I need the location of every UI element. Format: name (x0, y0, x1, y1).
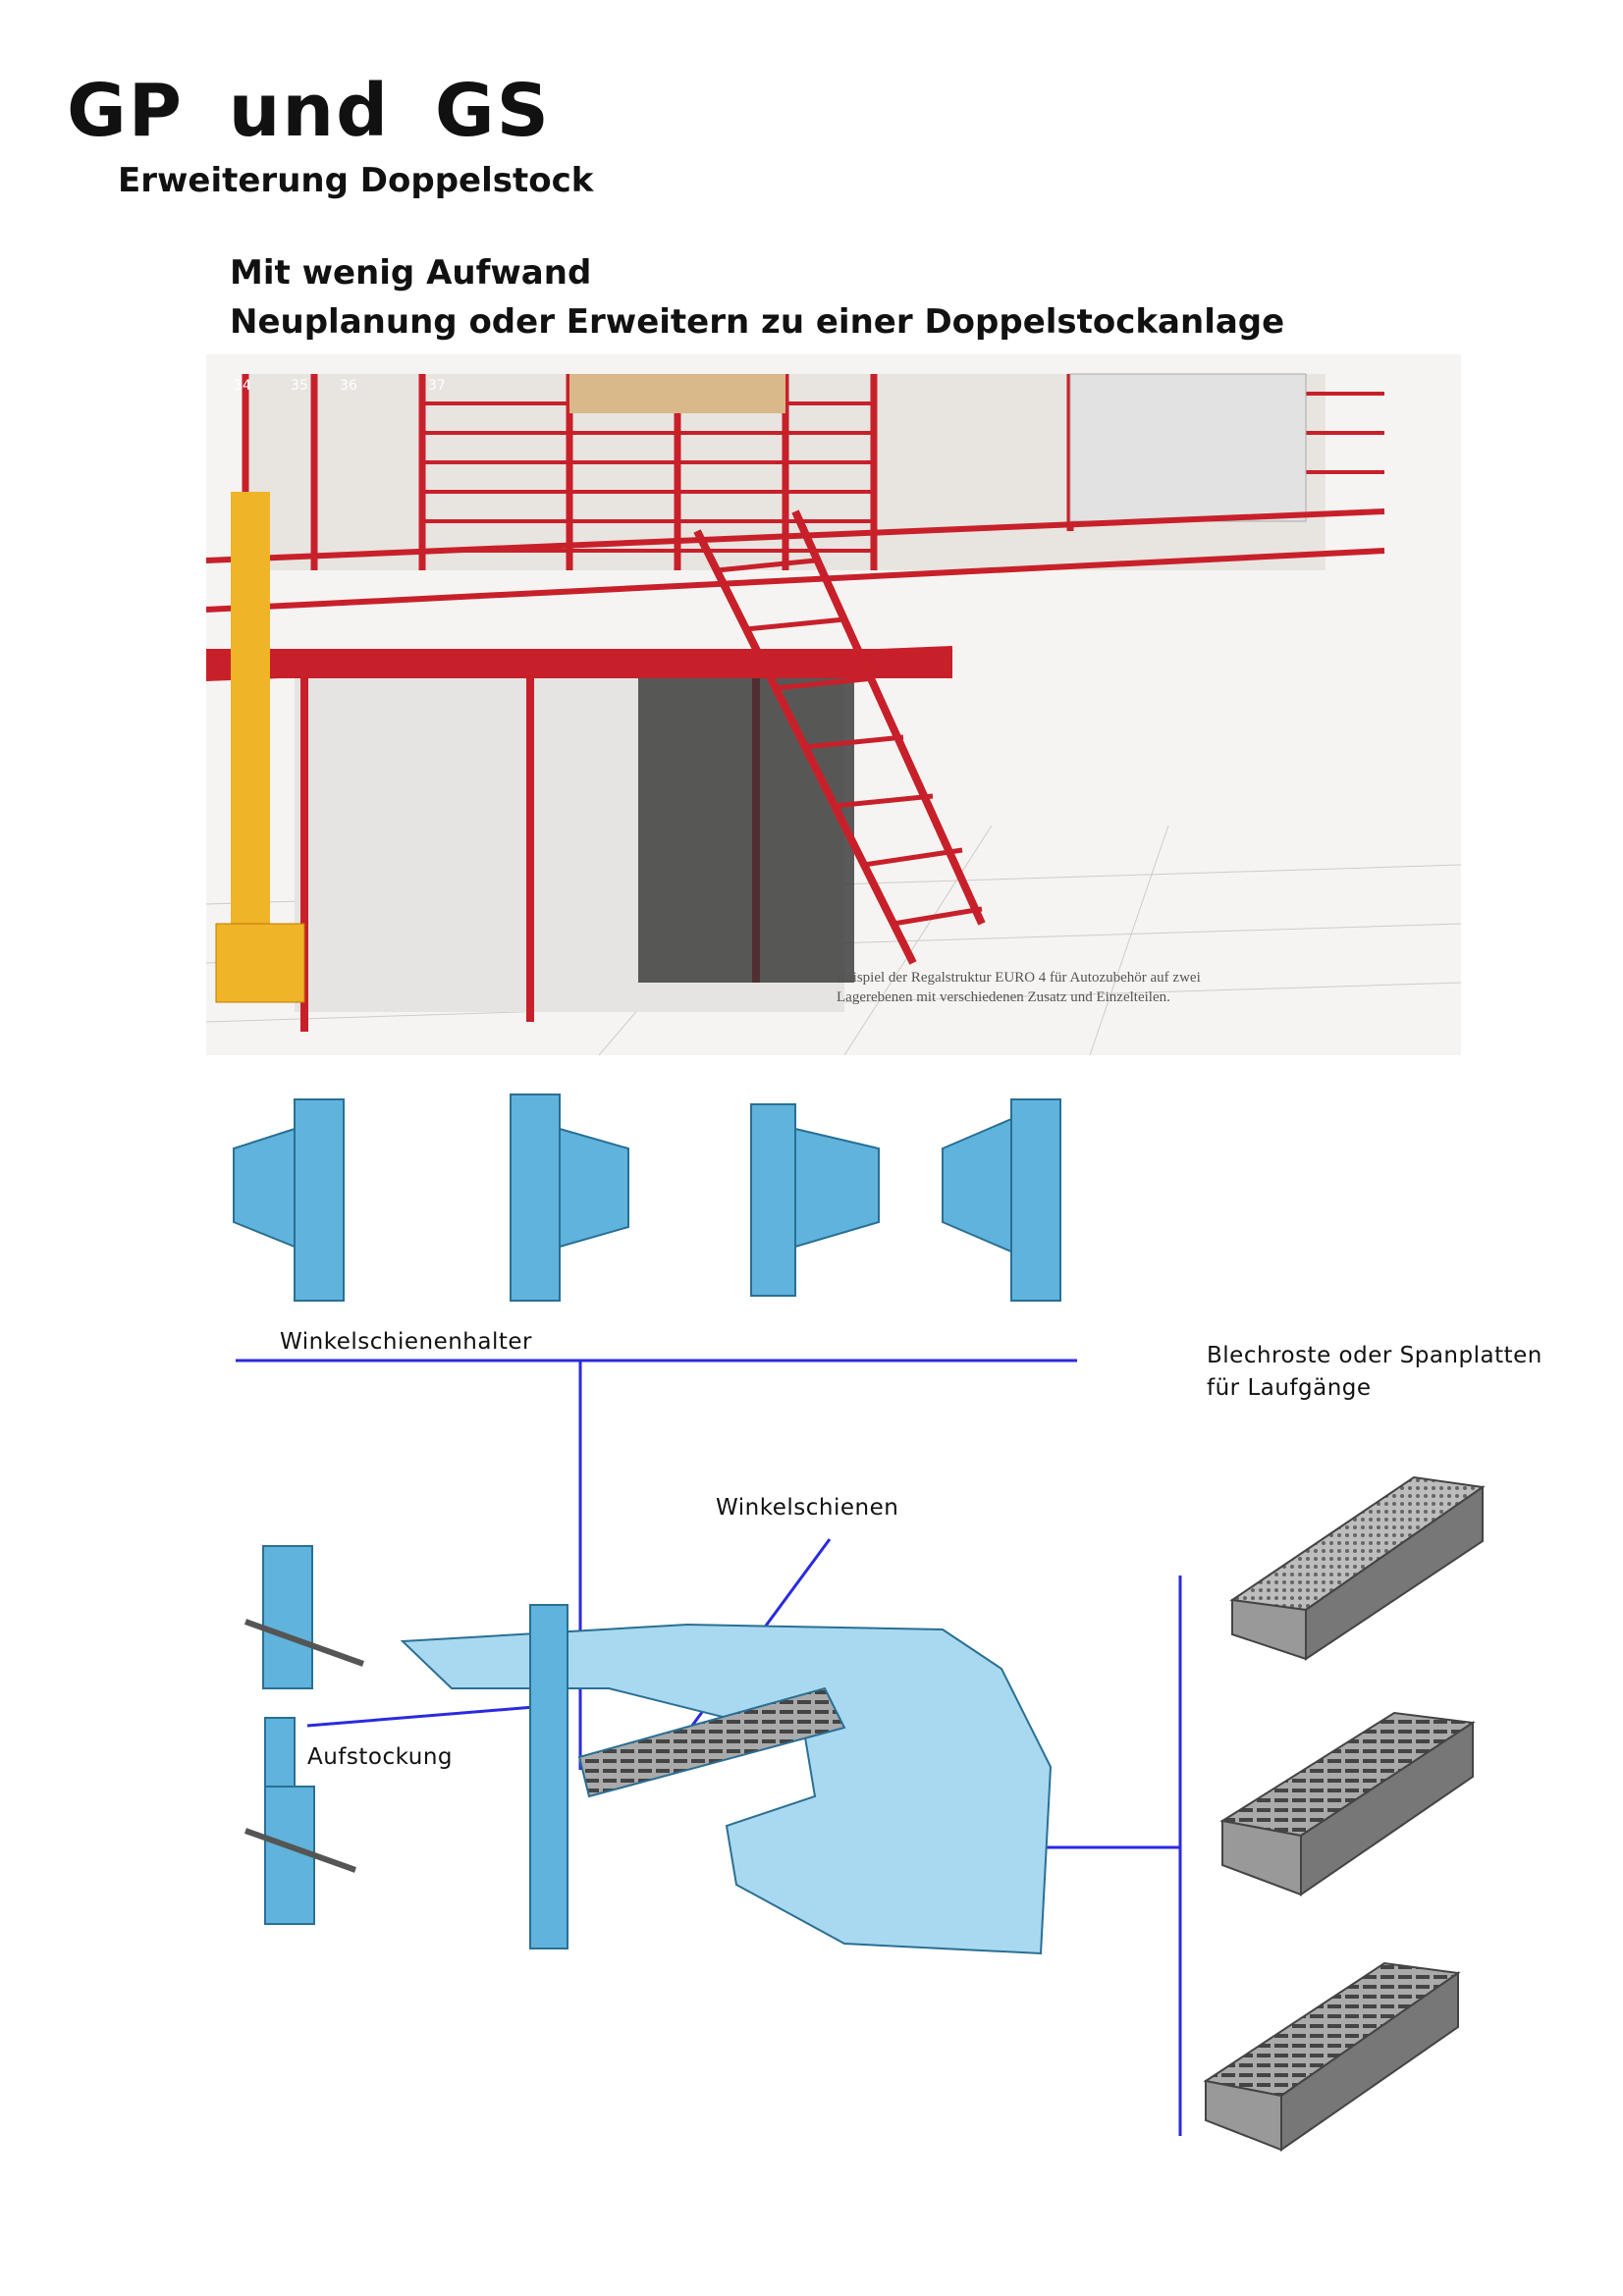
bracket-holder-2 (510, 1094, 629, 1302)
angle-rail-illustration (400, 1604, 1053, 1955)
label-extension: Aufstockung (307, 1744, 453, 1770)
page-subtitle: Erweiterung Doppelstock (118, 161, 594, 200)
grating-slotted-2 (1203, 1961, 1461, 2152)
label-grating-line-2: für Laufgänge (1207, 1375, 1372, 1401)
extension-posts (243, 1545, 365, 1925)
rack-number: 37 (428, 378, 446, 394)
grating-sheet (1229, 1475, 1486, 1661)
rack-number: 34 (234, 378, 251, 394)
rack-number: 36 (340, 378, 357, 394)
mezzanine-illustration: 34 35 36 37 Beispiel der Regalstr (206, 354, 1461, 1055)
label-bracket-holder: Winkelschienenhalter (280, 1329, 532, 1355)
bracket-holder-3 (750, 1103, 880, 1297)
rack-number: 35 (291, 378, 308, 394)
illustration-caption: Beispiel der Regalstruktur EURO 4 für Au… (837, 968, 1201, 1007)
bracket-holder-1 (233, 1098, 345, 1302)
intro-line-1: Mit wenig Aufwand (230, 253, 592, 293)
bracket-holder-4 (942, 1098, 1061, 1302)
caption-line-1: Beispiel der Regalstruktur EURO 4 für Au… (837, 970, 1201, 986)
page-title: GP und GS (67, 69, 551, 153)
label-angle-rails: Winkelschienen (716, 1495, 899, 1521)
grating-slotted-1 (1219, 1711, 1476, 1896)
label-grating-line-1: Blechroste oder Spanplatten (1207, 1343, 1542, 1368)
intro-line-2: Neuplanung oder Erweitern zu einer Doppe… (230, 302, 1285, 342)
connector-line (306, 1705, 535, 1728)
caption-line-2: Lagerebenen mit verschiedenen Zusatz und… (837, 989, 1170, 1005)
rack-number-labels: 34 35 36 37 (234, 378, 446, 394)
